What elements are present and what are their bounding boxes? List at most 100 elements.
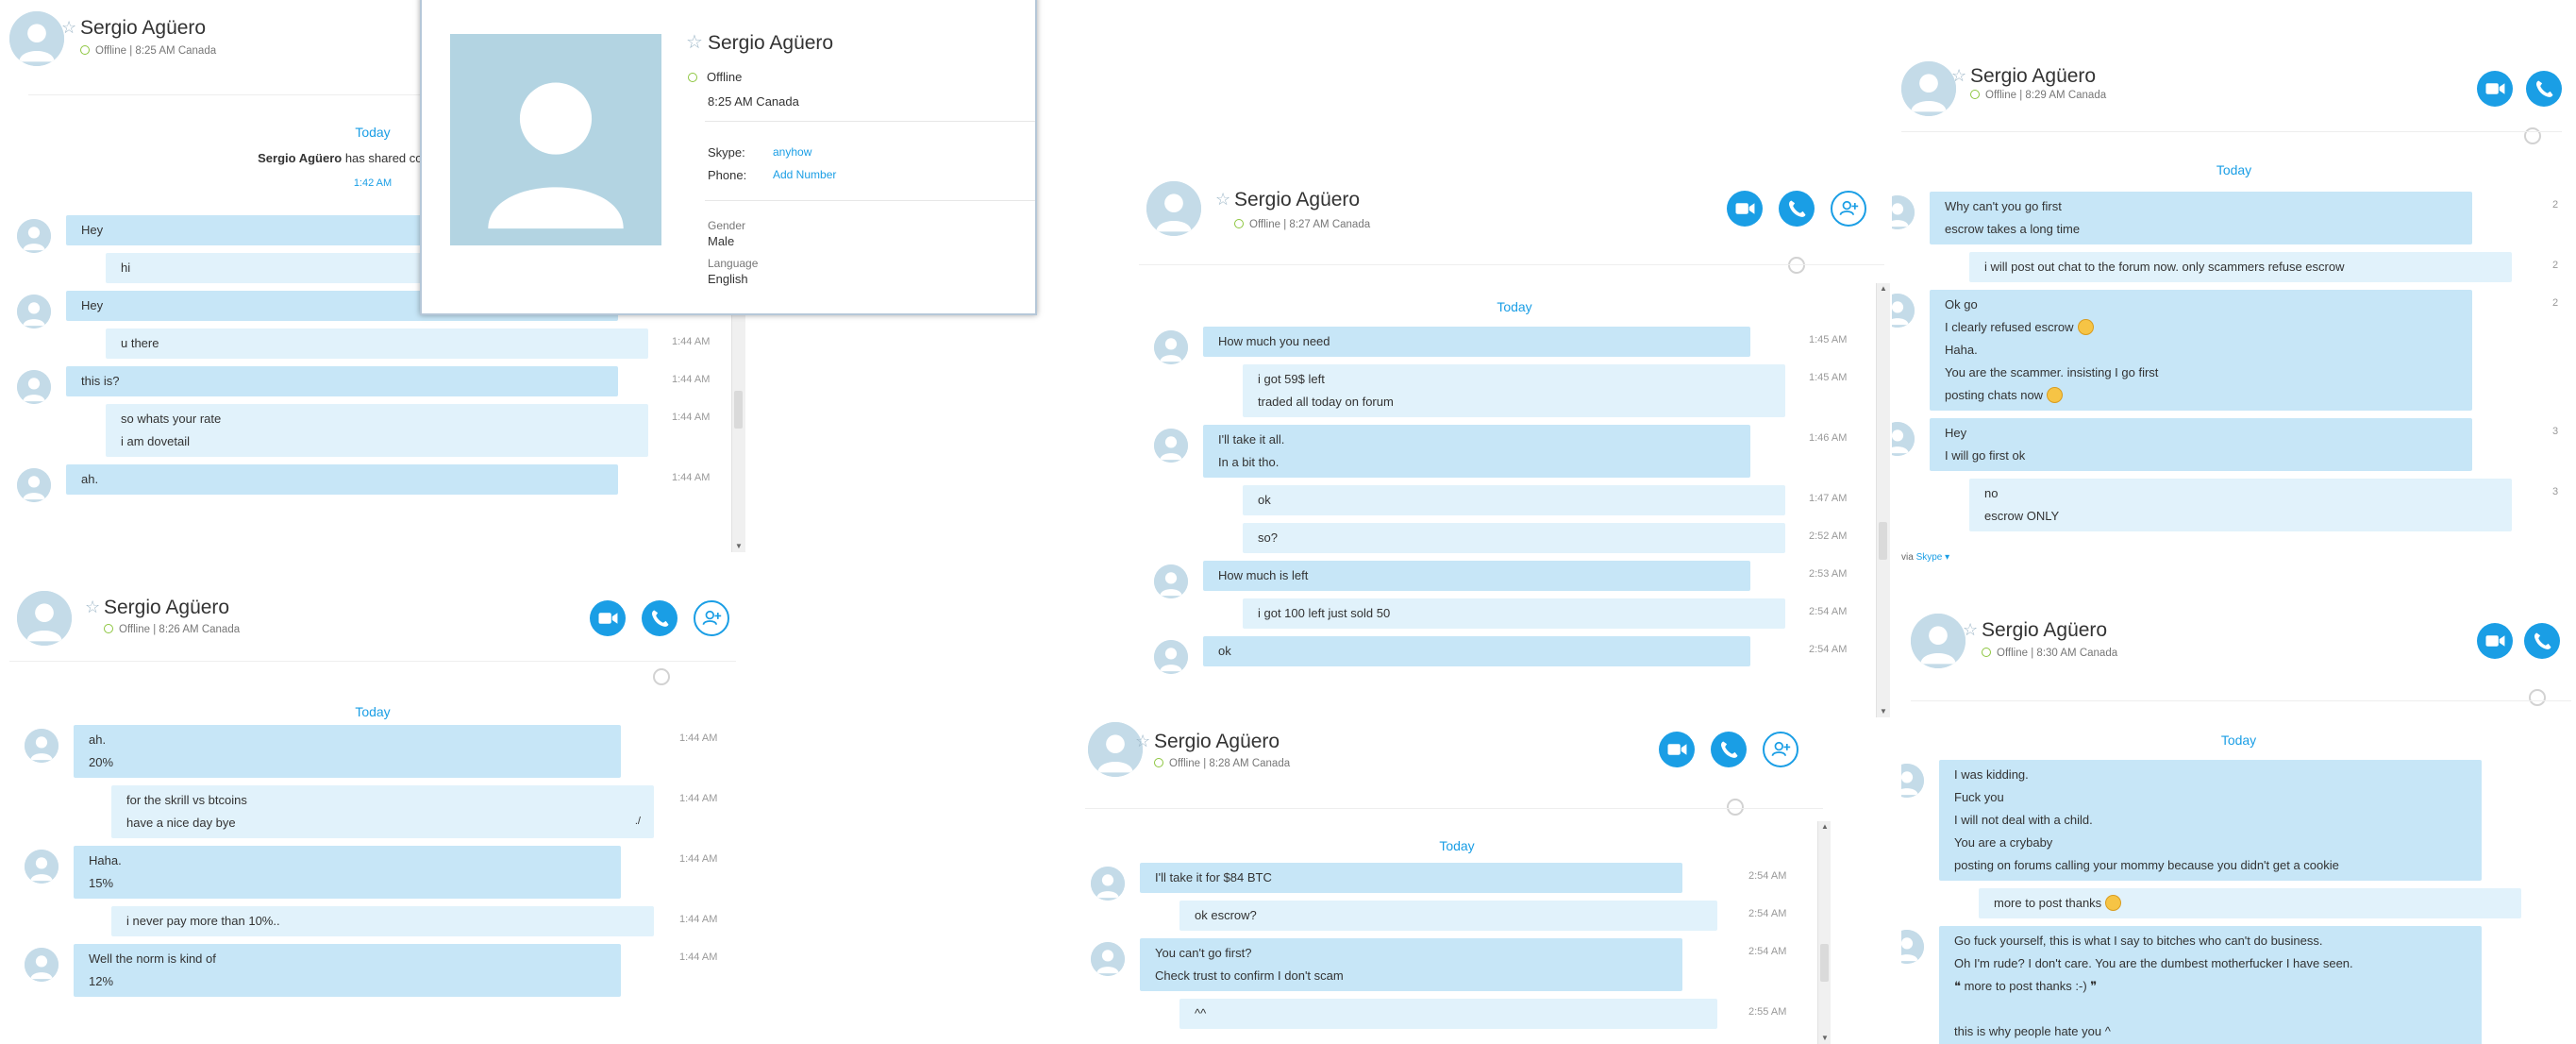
- scrollbar-thumb[interactable]: [1879, 522, 1887, 560]
- outgoing-message[interactable]: ^^: [1179, 999, 1717, 1029]
- incoming-message[interactable]: ah.20%: [74, 725, 621, 778]
- globe-icon[interactable]: [653, 668, 670, 685]
- incoming-message[interactable]: this is?: [66, 366, 618, 396]
- contact-avatar[interactable]: [1088, 722, 1143, 777]
- audio-call-button[interactable]: [642, 600, 677, 636]
- favorite-star-icon[interactable]: ☆: [1963, 620, 1979, 639]
- video-call-button[interactable]: [2477, 71, 2513, 107]
- favorite-star-icon[interactable]: ☆: [1951, 66, 1967, 85]
- outgoing-message[interactable]: ok escrow?: [1179, 901, 1717, 931]
- globe-icon[interactable]: [2524, 127, 2541, 144]
- incoming-message[interactable]: You can't go first?Check trust to confir…: [1140, 938, 1682, 991]
- scrollbar-thumb[interactable]: [734, 391, 743, 429]
- audio-call-button[interactable]: [1711, 732, 1747, 767]
- sender-avatar[interactable]: [17, 370, 51, 404]
- sender-avatar[interactable]: [25, 948, 59, 982]
- incoming-message[interactable]: I'll take it for $84 BTC: [1140, 863, 1682, 893]
- sender-avatar[interactable]: [1892, 195, 1915, 229]
- video-call-button[interactable]: [2477, 623, 2513, 659]
- audio-call-button[interactable]: [2526, 71, 2562, 107]
- outgoing-message[interactable]: i never pay more than 10%..: [111, 906, 654, 936]
- message-timestamp: 2: [2552, 260, 2559, 271]
- video-camera-icon: [1659, 732, 1695, 767]
- sender-avatar[interactable]: [1091, 867, 1125, 901]
- video-call-button[interactable]: [1727, 191, 1763, 227]
- outgoing-message[interactable]: ok: [1243, 485, 1785, 515]
- add-people-button[interactable]: [1831, 191, 1866, 227]
- add-people-button[interactable]: [1763, 732, 1798, 767]
- sender-avatar[interactable]: [1091, 942, 1125, 976]
- incoming-message[interactable]: Haha.15%: [74, 846, 621, 899]
- globe-icon[interactable]: [2529, 689, 2546, 706]
- sender-avatar[interactable]: [17, 219, 51, 253]
- sender-avatar[interactable]: [25, 850, 59, 884]
- incoming-message[interactable]: ah.: [66, 464, 618, 495]
- scroll-up-arrow-icon[interactable]: ▲: [1880, 284, 1887, 293]
- incoming-message[interactable]: How much is left: [1203, 561, 1750, 591]
- contact-avatar[interactable]: [1911, 614, 1965, 668]
- sender-avatar[interactable]: [17, 468, 51, 502]
- sender-avatar[interactable]: [1154, 640, 1188, 674]
- globe-icon[interactable]: [1727, 799, 1744, 816]
- video-call-button[interactable]: [1659, 732, 1695, 767]
- globe-icon[interactable]: [1788, 257, 1805, 274]
- favorite-star-icon[interactable]: ☆: [61, 18, 77, 37]
- sender-avatar[interactable]: [17, 295, 51, 328]
- contact-avatar[interactable]: [17, 591, 72, 646]
- sender-avatar[interactable]: [1154, 330, 1188, 364]
- audio-call-button[interactable]: [1779, 191, 1815, 227]
- contact-location: Canada: [2079, 648, 2118, 659]
- message-line: ok escrow?: [1195, 908, 1257, 922]
- add-people-button[interactable]: [694, 600, 729, 636]
- scroll-up-arrow-icon[interactable]: ▲: [1821, 822, 1829, 831]
- outgoing-message[interactable]: i will post out chat to the forum now. o…: [1969, 252, 2512, 282]
- scroll-down-arrow-icon[interactable]: ▼: [1821, 1034, 1829, 1042]
- outgoing-message[interactable]: u there: [106, 328, 648, 359]
- sender-avatar[interactable]: [1892, 294, 1915, 328]
- scroll-down-arrow-icon[interactable]: ▼: [735, 542, 743, 550]
- vertical-scrollbar[interactable]: ▲▼: [1817, 821, 1831, 1044]
- outgoing-message[interactable]: so?: [1243, 523, 1785, 553]
- via-skype-link[interactable]: Skype: [1915, 552, 1943, 563]
- message-line: more to post thanks: [1994, 892, 2506, 915]
- incoming-message[interactable]: ok: [1203, 636, 1750, 666]
- sender-avatar[interactable]: [1901, 930, 1924, 964]
- scroll-down-arrow-icon[interactable]: ▼: [1880, 707, 1887, 716]
- outgoing-message[interactable]: more to post thanks: [1979, 888, 2521, 918]
- header-divider: [28, 94, 727, 95]
- incoming-message[interactable]: Go fuck yourself, this is what I say to …: [1939, 926, 2482, 1044]
- sender-avatar[interactable]: [1154, 429, 1188, 463]
- sender-avatar[interactable]: [1154, 564, 1188, 598]
- sender-avatar[interactable]: [25, 729, 59, 763]
- contact-avatar[interactable]: [9, 11, 64, 66]
- sender-avatar[interactable]: [1892, 422, 1915, 456]
- contact-avatar[interactable]: [1901, 61, 1956, 116]
- chevron-down-icon[interactable]: ▾: [1942, 552, 1950, 563]
- add-number-link[interactable]: Add Number: [773, 168, 837, 181]
- skype-name-link[interactable]: anyhow: [773, 145, 812, 159]
- sender-avatar[interactable]: [1901, 764, 1924, 798]
- scrollbar-thumb[interactable]: [1820, 944, 1829, 982]
- contact-avatar[interactable]: [1146, 181, 1201, 236]
- favorite-star-icon[interactable]: ☆: [1215, 190, 1231, 209]
- vertical-scrollbar[interactable]: ▲▼: [1876, 283, 1890, 717]
- favorite-star-icon[interactable]: ☆: [686, 32, 703, 53]
- incoming-message[interactable]: I'll take it all.In a bit tho.: [1203, 425, 1750, 478]
- outgoing-message[interactable]: i got 100 left just sold 50: [1243, 598, 1785, 629]
- video-call-button[interactable]: [590, 600, 626, 636]
- favorite-star-icon[interactable]: ☆: [1135, 732, 1151, 750]
- message-timestamp: 2:54 AM: [1748, 870, 1787, 882]
- incoming-message[interactable]: How much you need: [1203, 327, 1750, 357]
- audio-call-button[interactable]: [2524, 623, 2560, 659]
- favorite-star-icon[interactable]: ☆: [85, 598, 101, 616]
